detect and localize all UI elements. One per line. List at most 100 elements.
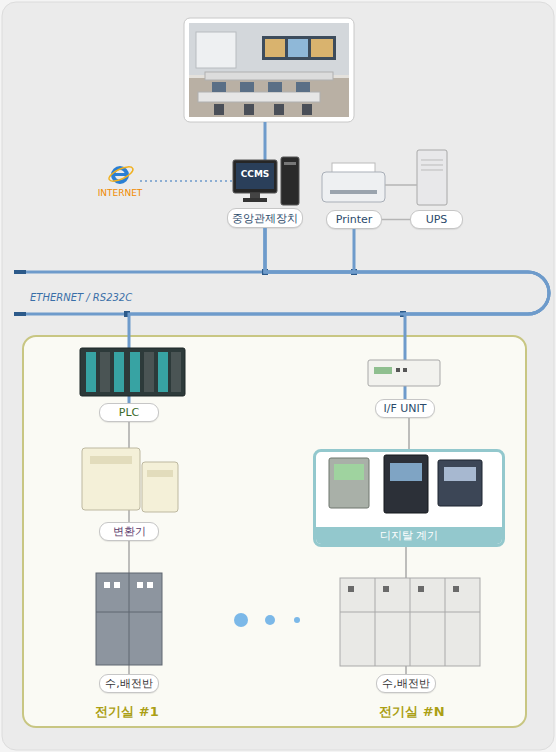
video-screen xyxy=(288,39,308,57)
internet-label: INTERNET xyxy=(88,188,152,198)
bus-end-tick xyxy=(14,270,26,274)
room-to-ccms-wire xyxy=(264,122,267,160)
if-unit-display xyxy=(374,367,392,374)
digital-meter xyxy=(329,458,369,508)
converter-unit xyxy=(142,462,178,512)
ups-label: UPS xyxy=(410,210,463,229)
desk-monitor xyxy=(296,82,310,92)
printer-body xyxy=(322,172,385,202)
if-unit-button xyxy=(396,368,400,372)
converter-terminal xyxy=(90,456,132,464)
meter-screen xyxy=(444,467,476,481)
ccms-monitor xyxy=(233,160,277,193)
tower-drive xyxy=(284,162,296,165)
ccms-tower xyxy=(281,157,299,205)
meter-screen xyxy=(334,464,364,480)
box-label: UPS xyxy=(426,213,448,226)
network-label: ETHERNET / RS232C xyxy=(30,292,180,303)
plc-module xyxy=(100,352,110,392)
connector xyxy=(265,228,354,272)
printer-ups-wire xyxy=(385,184,417,186)
control-room-wall xyxy=(189,23,349,75)
video-screen xyxy=(265,39,285,57)
control-room-window xyxy=(196,32,236,68)
converter-terminal xyxy=(147,470,173,477)
cabinet-indicator xyxy=(348,586,354,592)
ups-tower xyxy=(417,150,447,205)
digital-meter xyxy=(438,460,482,506)
connector xyxy=(129,228,549,403)
internet-icon-bar xyxy=(113,173,127,176)
chair xyxy=(244,104,254,115)
control-desk xyxy=(198,92,320,102)
cabinet-indicator xyxy=(453,586,459,592)
chair xyxy=(274,104,284,115)
connector xyxy=(265,228,549,399)
video-screen xyxy=(311,39,333,57)
plc-module xyxy=(130,352,140,392)
switchgear-cabinet xyxy=(96,573,162,665)
meter-screen xyxy=(390,463,422,481)
switchgear-label: 수,배전반 xyxy=(376,674,436,693)
internet-icon-swoosh xyxy=(107,164,135,184)
connector xyxy=(408,418,410,449)
ups-vent xyxy=(421,165,443,166)
converter-label: 변환기 xyxy=(99,522,159,541)
connector xyxy=(382,219,410,221)
box-label: 중앙관제장치 xyxy=(232,211,298,226)
cabinet-indicator xyxy=(147,582,153,588)
chair xyxy=(214,104,224,115)
ccms-screen xyxy=(236,163,274,189)
cabinet-divider xyxy=(340,612,480,613)
plc-module xyxy=(158,352,168,392)
ups-vent xyxy=(421,160,443,161)
cabinet-divider xyxy=(445,578,446,666)
monitor-text: CCMS xyxy=(236,169,274,179)
cabinet-indicator xyxy=(383,586,389,592)
plc-module xyxy=(114,352,124,392)
cabinet-indicator xyxy=(114,582,120,588)
cabinet-divider xyxy=(375,578,376,666)
desk-monitor xyxy=(268,82,282,92)
printer-slot xyxy=(330,190,377,194)
bus-end-tick xyxy=(14,312,26,316)
ethernet-bus xyxy=(14,272,549,314)
if-unit-device xyxy=(368,360,440,386)
box-label: I/F UNIT xyxy=(383,402,426,415)
ups-vent xyxy=(421,170,443,171)
box-label: PLC xyxy=(119,406,139,419)
cabinet-divider xyxy=(410,578,411,666)
internet-dotted-link xyxy=(140,180,232,182)
converter-unit xyxy=(82,448,140,510)
control-room-floor xyxy=(189,78,349,117)
switchgear-cabinet xyxy=(340,578,480,666)
chair xyxy=(302,104,312,115)
box-label: Printer xyxy=(336,213,373,226)
plc-module xyxy=(86,352,96,392)
ellipsis-dot xyxy=(294,617,300,623)
control-room-scene xyxy=(189,23,349,117)
control-unit-label: 중앙관제장치 xyxy=(227,208,303,228)
meter-caption: 디지탈 계기 xyxy=(316,527,502,544)
plc-module xyxy=(171,352,181,392)
printer-label: Printer xyxy=(326,210,382,229)
plc-module xyxy=(144,352,154,392)
box-label: 수,배전반 xyxy=(105,676,153,691)
plc-rack xyxy=(80,348,185,396)
cabinet-divider xyxy=(129,573,130,665)
switchgear-label: 수,배전반 xyxy=(99,674,159,693)
monitor-stand xyxy=(250,193,260,198)
ellipsis-dot xyxy=(265,615,275,625)
if-unit-button xyxy=(403,368,407,372)
desk-monitor xyxy=(240,82,254,92)
box-label: 변환기 xyxy=(113,524,146,539)
control-room-frame xyxy=(184,18,354,122)
cabinet-indicator xyxy=(137,582,143,588)
room-title: 전기실 #N xyxy=(367,703,457,721)
plc-label: PLC xyxy=(99,403,159,422)
